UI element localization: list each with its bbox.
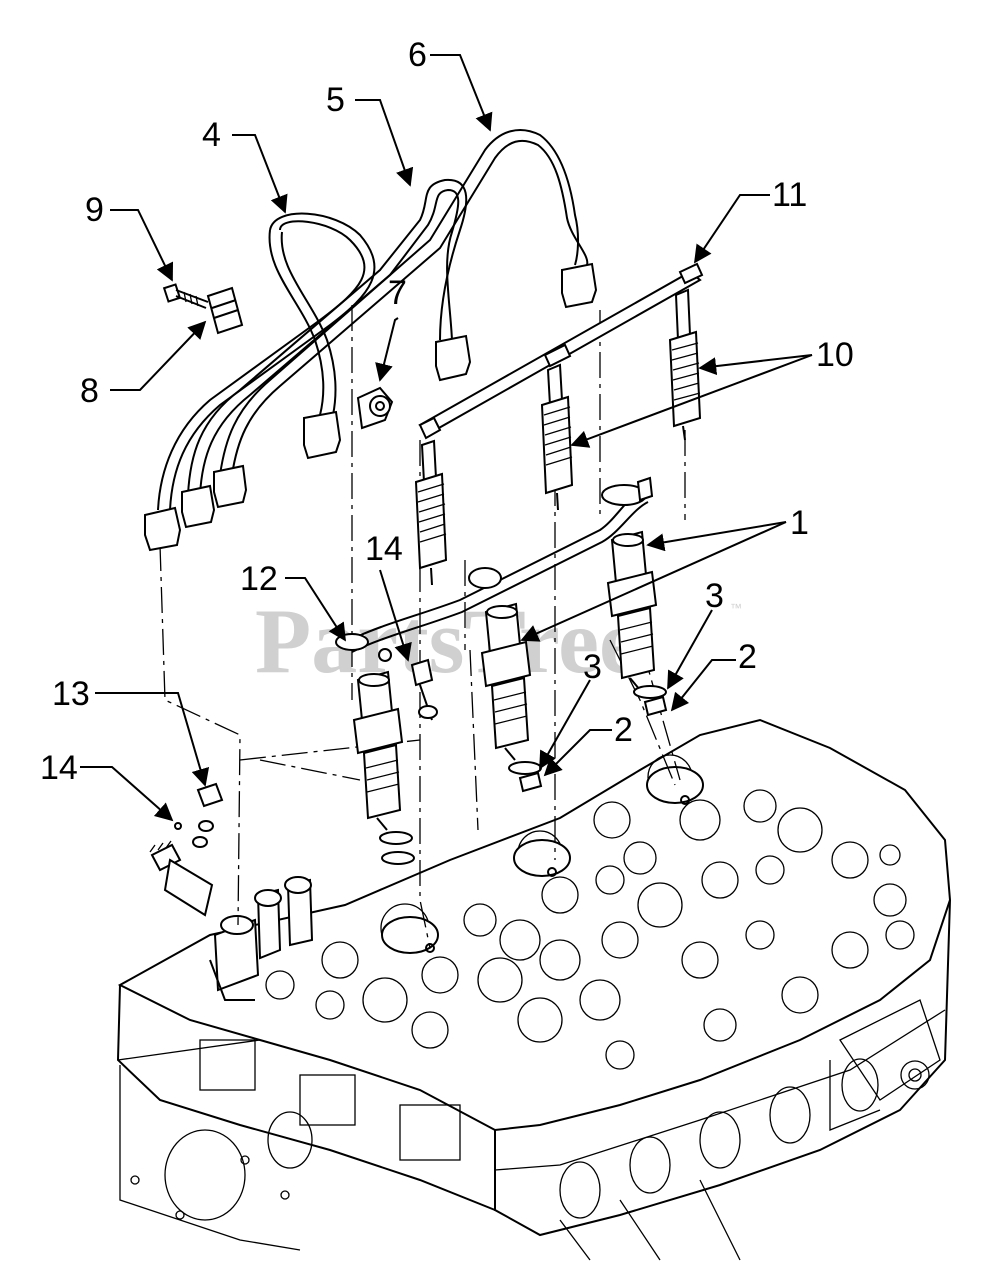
bolt-part-9 — [162, 283, 209, 309]
callout-4: 4 — [202, 116, 221, 154]
glow-plugs-part-10 — [414, 288, 702, 586]
leader-lines — [80, 54, 813, 822]
callout-6: 6 — [408, 36, 427, 74]
seal-washers-parts-2-3 — [379, 685, 668, 865]
callout-14-upper: 14 — [365, 530, 403, 568]
injectors-part-1 — [352, 530, 658, 831]
callout-11: 11 — [772, 176, 807, 214]
callout-3-middle: 3 — [583, 648, 602, 686]
callout-9: 9 — [85, 191, 104, 229]
callout-8: 8 — [80, 372, 99, 410]
watermark-trademark: ™ — [730, 601, 742, 615]
clamp-part-7 — [356, 386, 394, 430]
callout-2-middle: 2 — [614, 711, 633, 749]
callout-1: 1 — [790, 504, 809, 542]
callout-13: 13 — [52, 675, 90, 713]
bus-bar-part-11 — [418, 262, 704, 440]
injection-lines — [144, 129, 598, 552]
callout-14-lower: 14 — [40, 749, 78, 787]
sensor-parts-13-14 — [149, 782, 224, 917]
callout-5: 5 — [326, 81, 345, 119]
callout-2-right: 2 — [738, 638, 757, 676]
callout-3-right: 3 — [705, 577, 724, 615]
banjo-bolt-part-14 — [410, 658, 438, 721]
callout-10: 10 — [816, 336, 854, 374]
callout-12: 12 — [240, 560, 278, 598]
callout-7: 7 — [388, 274, 407, 312]
clamp-part-8 — [206, 286, 244, 335]
leak-off-pipe — [349, 476, 654, 653]
cylinder-head — [116, 718, 952, 1261]
callout-labels: 6 5 4 9 8 7 11 10 1 3 2 3 2 12 14 13 14 — [40, 36, 854, 787]
watermark-text: PartsTree — [255, 590, 640, 692]
